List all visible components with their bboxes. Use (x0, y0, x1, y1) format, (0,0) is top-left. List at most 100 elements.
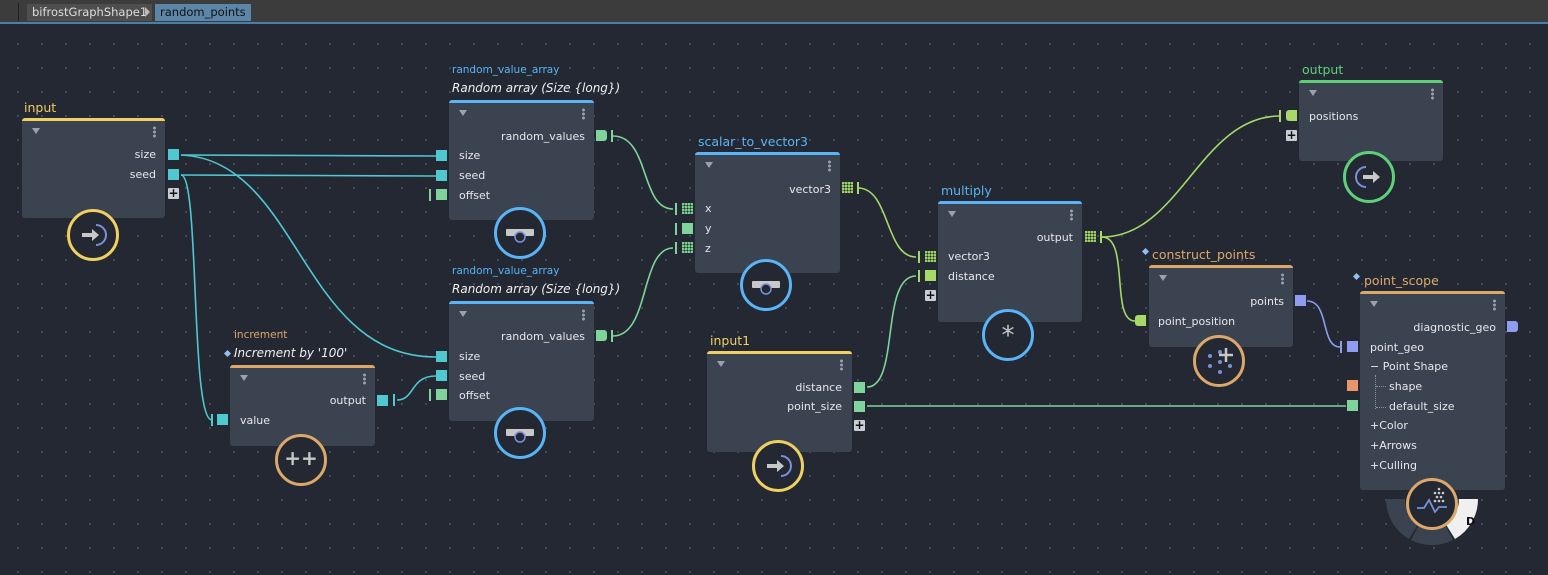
node-menu-icon[interactable] (582, 108, 585, 120)
input-port-point-geo[interactable] (1347, 341, 1358, 352)
node-menu-icon[interactable] (153, 126, 156, 138)
node-scalar-to-vector3[interactable]: vector3 x y z (695, 152, 840, 273)
node-menu-icon[interactable] (1070, 209, 1073, 221)
collapse-toggle-icon[interactable] (948, 211, 956, 217)
output-port-distance[interactable] (854, 382, 865, 393)
input-port-vector3[interactable] (925, 251, 936, 262)
output-port-output[interactable] (1085, 231, 1096, 242)
divider (18, 3, 19, 21)
points-plus-icon (1208, 348, 1233, 374)
input-port-positions[interactable] (1286, 110, 1297, 121)
node-menu-icon[interactable] (1281, 273, 1284, 285)
collapse-toggle-icon[interactable] (1370, 301, 1378, 307)
node-icon-badge (1193, 335, 1245, 387)
group-color[interactable]: +Color (1370, 419, 1408, 432)
output-port-random-values[interactable] (596, 330, 607, 341)
collapse-toggle-icon[interactable] (240, 375, 248, 381)
output-port-diagnostic-geo[interactable] (1507, 321, 1518, 332)
input-port-size[interactable] (436, 351, 447, 362)
input-port-distance[interactable] (925, 270, 936, 281)
output-port-seed[interactable] (168, 169, 179, 180)
collapse-toggle-icon[interactable] (32, 128, 40, 134)
node-header-bar (22, 118, 165, 121)
add-port-button[interactable]: + (1286, 128, 1297, 142)
node-increment[interactable]: output value (230, 365, 375, 446)
input-port-x[interactable] (682, 203, 693, 214)
node-input[interactable]: size seed (22, 118, 165, 218)
port-label: distance (795, 381, 842, 394)
ring-badge-label: D (1466, 515, 1475, 528)
node-header-bar (707, 351, 852, 354)
input-port-y[interactable] (682, 223, 693, 234)
node-input1[interactable]: distance point_size (707, 351, 852, 452)
node-header-bar (449, 301, 594, 304)
port-label: seed (129, 168, 156, 181)
node-menu-icon[interactable] (1493, 299, 1496, 311)
collapse-toggle-icon[interactable] (1309, 90, 1317, 96)
input-port-shape[interactable] (1347, 380, 1358, 391)
port-label: x (705, 202, 712, 215)
input-arrow-icon (767, 455, 792, 477)
node-menu-icon[interactable] (828, 160, 831, 172)
input-port-z[interactable] (682, 242, 693, 253)
input-port-size[interactable] (436, 150, 447, 161)
output-port-size[interactable] (168, 149, 179, 160)
node-icon-badge (1406, 478, 1458, 530)
breadcrumb-item-root[interactable]: bifrostGraphShape1 (27, 4, 153, 21)
output-port-output[interactable] (377, 395, 388, 406)
connection-stub (675, 242, 677, 254)
node-title: Increment by '100' (234, 346, 348, 360)
connection-stub (1340, 341, 1342, 353)
connection-stub (429, 189, 431, 201)
random-value-icon (506, 429, 534, 443)
tree-line (1376, 407, 1386, 408)
node-menu-icon[interactable] (1431, 88, 1434, 100)
node-multiply[interactable]: output vector3 distance (938, 201, 1082, 322)
port-label: point_position (1158, 315, 1236, 328)
add-port-button[interactable]: + (854, 418, 865, 432)
breadcrumb-item-current[interactable]: random_points (155, 4, 251, 21)
group-arrows[interactable]: +Arrows (1370, 439, 1417, 452)
input-port-offset[interactable] (436, 389, 447, 400)
input-port-value[interactable] (217, 414, 228, 425)
node-menu-icon[interactable] (363, 373, 366, 385)
port-label: point_geo (1370, 341, 1425, 354)
output-port-points[interactable] (1295, 295, 1306, 306)
node-output[interactable]: positions (1299, 80, 1443, 161)
port-label: distance (948, 270, 995, 283)
collapse-toggle-icon[interactable] (717, 361, 725, 367)
output-port-random-values[interactable] (596, 130, 607, 141)
node-point-scope[interactable]: diagnostic_geo point_geo − Point Shape s… (1360, 291, 1505, 490)
input-port-offset[interactable] (436, 189, 447, 200)
input-port-seed[interactable] (436, 170, 447, 181)
tree-line (1376, 386, 1386, 387)
collapse-toggle-icon[interactable] (459, 110, 467, 116)
output-port-vector3[interactable] (842, 182, 853, 193)
input-port-default-size[interactable] (1347, 400, 1358, 411)
connection-stub (611, 130, 613, 142)
expand-plus-icon: + (1370, 459, 1380, 472)
display-mode-ring[interactable]: D (1382, 455, 1482, 555)
node-header-bar (695, 152, 840, 155)
node-random-value-array-1[interactable]: random_values size seed offset (449, 100, 594, 220)
node-construct-points[interactable]: points point_position (1149, 265, 1293, 347)
group-point-shape[interactable]: − Point Shape (1370, 360, 1448, 373)
port-label: size (459, 149, 481, 162)
add-port-button[interactable]: + (925, 288, 936, 302)
collapse-toggle-icon[interactable] (1159, 275, 1167, 281)
output-port-point-size[interactable] (854, 401, 865, 412)
collapse-toggle-icon[interactable] (459, 311, 467, 317)
group-label: Point Shape (1382, 360, 1448, 373)
port-label: seed (459, 169, 486, 182)
node-icon-badge (67, 209, 119, 261)
group-label: Arrows (1379, 439, 1417, 452)
node-menu-icon[interactable] (840, 359, 843, 371)
add-port-button[interactable]: + (168, 186, 179, 200)
connection-stub (675, 203, 677, 215)
collapse-toggle-icon[interactable] (705, 162, 713, 168)
group-culling[interactable]: +Culling (1370, 459, 1417, 472)
input-port-seed[interactable] (436, 370, 447, 381)
node-random-value-array-2[interactable]: random_values size seed offset (449, 301, 594, 421)
node-menu-icon[interactable] (582, 309, 585, 321)
input-port-point-position[interactable] (1135, 315, 1146, 326)
